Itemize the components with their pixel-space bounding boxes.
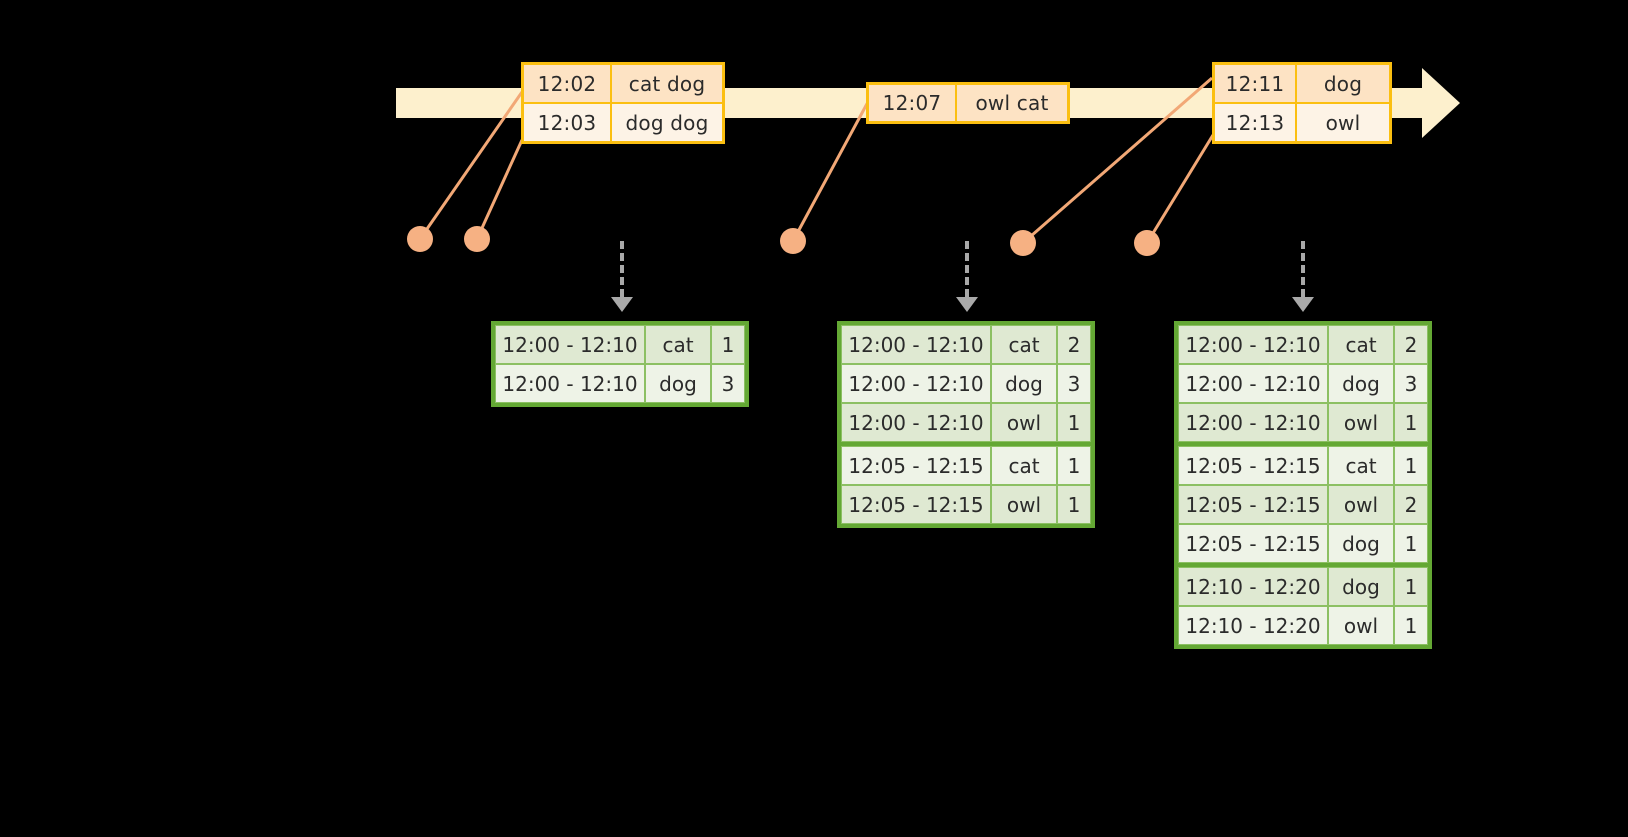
table-row: 12:00 - 12:10 cat 1	[495, 325, 745, 364]
table-row: 12:05 - 12:15 dog 1	[1178, 524, 1428, 563]
event-words: owl cat	[957, 85, 1067, 121]
cell-word: dog	[1328, 364, 1394, 403]
cell-count: 2	[1057, 325, 1091, 364]
emit-arrow-1	[611, 241, 633, 315]
table-row: 12:05 - 12:15 owl 1	[841, 485, 1091, 524]
table-row: 12:00 - 12:10 owl 1	[841, 403, 1091, 442]
cell-word: owl	[991, 485, 1057, 524]
table-row: 12:05 - 12:15 cat 1	[841, 446, 1091, 485]
cell-count: 1	[1057, 485, 1091, 524]
cell-word: dog	[645, 364, 711, 403]
cell-window: 12:00 - 12:10	[841, 325, 991, 364]
cell-count: 1	[1394, 606, 1428, 645]
event-words: owl	[1297, 104, 1389, 141]
cell-window: 12:10 - 12:20	[1178, 567, 1328, 606]
trigger-dot-4[interactable]	[1010, 230, 1036, 256]
cell-window: 12:00 - 12:10	[841, 364, 991, 403]
trigger-dot-3[interactable]	[780, 228, 806, 254]
cell-count: 3	[1057, 364, 1091, 403]
table-row: 12:10 - 12:20 dog 1	[1178, 567, 1428, 606]
cell-window: 12:00 - 12:10	[1178, 325, 1328, 364]
cell-window: 12:00 - 12:10	[495, 364, 645, 403]
cell-count: 2	[1394, 325, 1428, 364]
cell-word: cat	[1328, 325, 1394, 364]
event-row: 12:02 cat dog	[524, 65, 722, 102]
cell-word: cat	[645, 325, 711, 364]
table-group-divider	[1178, 563, 1428, 567]
cell-window: 12:05 - 12:15	[841, 446, 991, 485]
cell-word: dog	[991, 364, 1057, 403]
cell-word: cat	[991, 446, 1057, 485]
event-words: dog	[1297, 65, 1389, 102]
event-row: 12:07 owl cat	[869, 85, 1067, 121]
event-words: dog dog	[612, 104, 722, 141]
event-time: 12:03	[524, 104, 612, 141]
cell-window: 12:05 - 12:15	[1178, 485, 1328, 524]
event-time: 12:07	[869, 85, 957, 121]
event-row: 12:13 owl	[1215, 102, 1389, 141]
table-row: 12:00 - 12:10 cat 2	[1178, 325, 1428, 364]
event-words: cat dog	[612, 65, 722, 102]
event-row: 12:03 dog dog	[524, 102, 722, 141]
event-time: 12:11	[1215, 65, 1297, 102]
trigger-dot-2[interactable]	[464, 226, 490, 252]
cell-count: 3	[1394, 364, 1428, 403]
cell-count: 1	[1394, 403, 1428, 442]
cell-window: 12:00 - 12:10	[1178, 403, 1328, 442]
event-time: 12:13	[1215, 104, 1297, 141]
cell-word: owl	[1328, 606, 1394, 645]
table-row: 12:05 - 12:15 cat 1	[1178, 446, 1428, 485]
event-box-1[interactable]: 12:02 cat dog 12:03 dog dog	[521, 62, 725, 144]
cell-word: owl	[1328, 403, 1394, 442]
cell-window: 12:00 - 12:10	[841, 403, 991, 442]
result-table-1[interactable]: 12:00 - 12:10 cat 1 12:00 - 12:10 dog 3	[491, 321, 749, 407]
table-row: 12:00 - 12:10 dog 3	[1178, 364, 1428, 403]
event-time: 12:02	[524, 65, 612, 102]
cell-word: dog	[1328, 524, 1394, 563]
cell-count: 1	[1057, 446, 1091, 485]
cell-count: 2	[1394, 485, 1428, 524]
table-group-divider	[1178, 442, 1428, 446]
cell-count: 1	[1394, 567, 1428, 606]
cell-window: 12:00 - 12:10	[1178, 364, 1328, 403]
cell-word: owl	[1328, 485, 1394, 524]
table-group-divider	[841, 442, 1091, 446]
table-row: 12:00 - 12:10 dog 3	[841, 364, 1091, 403]
cell-count: 3	[711, 364, 745, 403]
cell-word: owl	[991, 403, 1057, 442]
event-row: 12:11 dog	[1215, 65, 1389, 102]
cell-count: 1	[1394, 524, 1428, 563]
table-row: 12:00 - 12:10 cat 2	[841, 325, 1091, 364]
table-row: 12:00 - 12:10 owl 1	[1178, 403, 1428, 442]
trigger-dot-5[interactable]	[1134, 230, 1160, 256]
event-box-2[interactable]: 12:07 owl cat	[866, 82, 1070, 124]
cell-window: 12:10 - 12:20	[1178, 606, 1328, 645]
table-row: 12:10 - 12:20 owl 1	[1178, 606, 1428, 645]
cell-word: dog	[1328, 567, 1394, 606]
cell-count: 1	[1057, 403, 1091, 442]
table-row: 12:05 - 12:15 owl 2	[1178, 485, 1428, 524]
cell-window: 12:05 - 12:15	[1178, 524, 1328, 563]
result-table-2[interactable]: 12:00 - 12:10 cat 2 12:00 - 12:10 dog 3 …	[837, 321, 1095, 528]
emit-arrow-3	[1292, 241, 1314, 315]
cell-window: 12:05 - 12:15	[841, 485, 991, 524]
cell-word: cat	[1328, 446, 1394, 485]
table-row: 12:00 - 12:10 dog 3	[495, 364, 745, 403]
cell-count: 1	[1394, 446, 1428, 485]
cell-count: 1	[711, 325, 745, 364]
timeline-arrow-head-icon	[1422, 68, 1460, 138]
cell-word: cat	[991, 325, 1057, 364]
result-table-3[interactable]: 12:00 - 12:10 cat 2 12:00 - 12:10 dog 3 …	[1174, 321, 1432, 649]
trigger-dot-1[interactable]	[407, 226, 433, 252]
cell-window: 12:05 - 12:15	[1178, 446, 1328, 485]
emit-arrow-2	[956, 241, 978, 315]
cell-window: 12:00 - 12:10	[495, 325, 645, 364]
event-box-3[interactable]: 12:11 dog 12:13 owl	[1212, 62, 1392, 144]
